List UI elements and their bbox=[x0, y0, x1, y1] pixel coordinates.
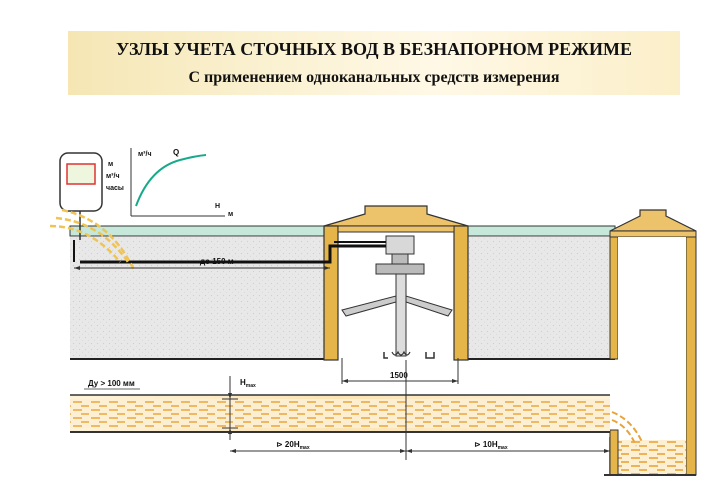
well-width-label: 1500 bbox=[390, 371, 408, 380]
straight-run-dimensions bbox=[230, 360, 610, 460]
flow-level-graph bbox=[130, 148, 225, 217]
sewer-pipe bbox=[70, 394, 610, 433]
upstream-length-label: ⊳ 20Hmax bbox=[276, 440, 310, 451]
secondary-instrument bbox=[49, 152, 136, 271]
graph-x-unit: м bbox=[228, 211, 233, 218]
device-unit-m: м bbox=[108, 161, 113, 168]
hmax-dimension bbox=[222, 376, 238, 440]
device-unit-flow: м³/ч bbox=[106, 173, 120, 180]
outlet-manhole bbox=[604, 209, 697, 476]
well-width-dimension bbox=[341, 358, 459, 384]
pipe-diameter-label: Ду > 100 мм bbox=[88, 379, 135, 388]
hmax-label: Hmax bbox=[240, 378, 256, 389]
cable-length-label: до 150 м bbox=[200, 257, 234, 266]
measurement-well bbox=[80, 205, 469, 361]
diagram-subtitle: С применением одноканальных средств изме… bbox=[188, 69, 560, 86]
graph-x-label: H bbox=[215, 203, 220, 210]
graph-y-unit: м³/ч bbox=[138, 151, 152, 158]
cable-length-dimension bbox=[74, 266, 330, 270]
title-banner: УЗЛЫ УЧЕТА СТОЧНЫХ ВОД В БЕЗНАПОРНОМ РЕЖ… bbox=[68, 31, 680, 95]
diagram-title: УЗЛЫ УЧЕТА СТОЧНЫХ ВОД В БЕЗНАПОРНОМ РЕЖ… bbox=[116, 39, 632, 59]
downstream-length-label: ⊳ 10Hmax bbox=[474, 440, 508, 451]
device-unit-hours: часы bbox=[106, 185, 124, 192]
graph-curve-label: Q bbox=[173, 148, 179, 157]
